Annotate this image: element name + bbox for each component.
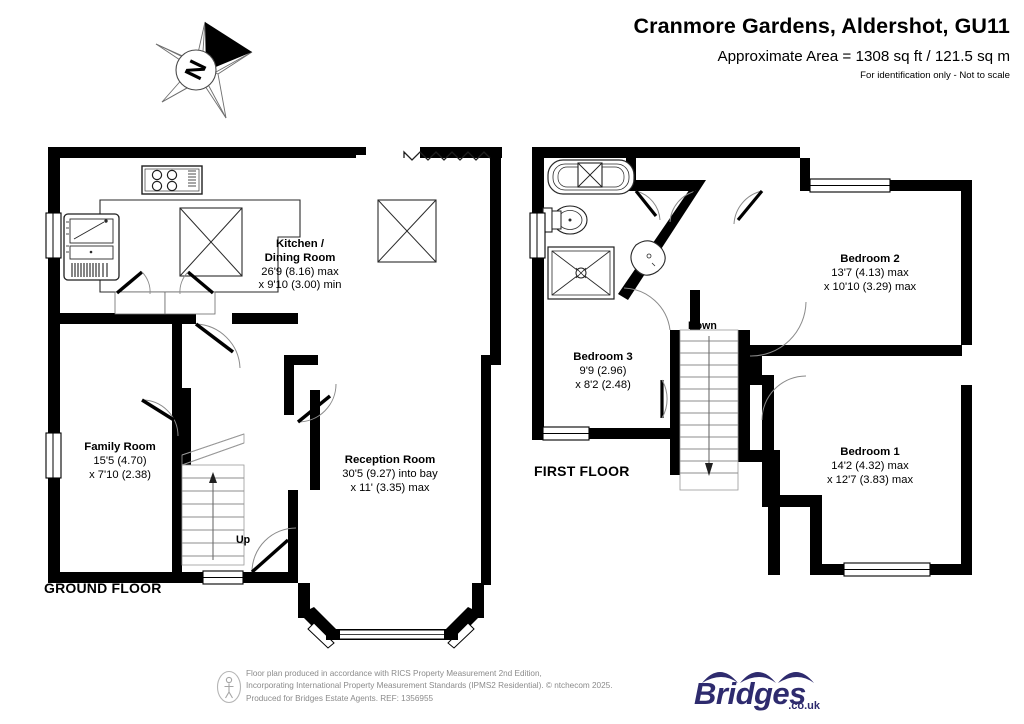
bridges-wordmark: Bridges <box>694 676 806 711</box>
door-bedroom2 <box>733 189 764 225</box>
page-title: Cranmore Gardens, Aldershot, GU11 <box>633 14 1010 38</box>
room-name: Bedroom 3 <box>573 351 633 363</box>
ground-floor-caption: GROUND FLOOR <box>44 580 162 596</box>
door-hall-to-kitchen <box>194 322 241 369</box>
window-family-bottom <box>202 570 244 585</box>
door-bedroom3 <box>660 379 668 419</box>
bridges-arcs-icon <box>702 672 814 683</box>
compass-dial <box>175 49 217 91</box>
door-bathroom <box>634 190 661 221</box>
sink-appliance-unit <box>63 213 120 281</box>
room-label-family-room: Family Room 15'5 (4.70) x 7'10 (2.38) <box>20 441 220 482</box>
room-dimension-1: 14'2 (4.32) max <box>831 459 909 472</box>
wash-basin-icon <box>630 240 666 276</box>
compass-rose: N <box>155 21 253 119</box>
footer-text-block: Floor plan produced in accordance with R… <box>246 668 612 705</box>
bridges-tld: .co.uk <box>788 700 820 712</box>
dining-table <box>377 199 437 263</box>
staircase-first <box>679 329 739 491</box>
room-dimension-1: 13'7 (4.13) max <box>831 266 909 279</box>
window-bedroom2-top <box>809 178 891 193</box>
ground-floor-plan <box>45 147 502 649</box>
footer-line-1: Floor plan produced in accordance with R… <box>246 669 542 678</box>
header: Cranmore Gardens, Aldershot, GU11 Approx… <box>634 14 1010 81</box>
room-label-kitchen: Kitchen / Dining Room 26'9 (8.16) max x … <box>200 238 400 293</box>
room-label-bedroom-2: Bedroom 2 13'7 (4.13) max x 10'10 (3.29)… <box>770 253 970 294</box>
shower-tray-icon <box>547 246 615 300</box>
person-info-icon <box>216 670 242 704</box>
stair-direction-down-label: Down <box>688 320 717 332</box>
room-dimension-2: x 10'10 (3.29) max <box>823 280 917 293</box>
room-name: Reception Room <box>344 454 436 466</box>
footer-line-3: Produced for Bridges Estate Agents. REF:… <box>246 693 434 703</box>
footer-line-2: Incorporating International Property Mea… <box>246 681 613 691</box>
staircase-ground <box>181 433 245 566</box>
door-landing <box>623 287 671 331</box>
door-front <box>250 527 297 574</box>
door-landing-wc <box>669 189 698 223</box>
bay-jambs <box>326 629 458 640</box>
room-dimension-2: x 12'7 (3.83) max <box>826 473 914 486</box>
room-dimension-1: 15'5 (4.70) <box>93 454 147 467</box>
porch-canopy <box>403 150 491 161</box>
bay-window <box>300 607 482 649</box>
kitchen-island <box>179 207 243 277</box>
window-family-left <box>45 432 62 479</box>
room-name: Bedroom 1 <box>840 446 900 458</box>
approximate-area-text: Approximate Area = 1308 sq ft / 121.5 sq… <box>717 47 1010 65</box>
room-label-bedroom-1: Bedroom 1 14'2 (4.32) max x 12'7 (3.83) … <box>770 446 970 487</box>
ground-floor-walls <box>48 147 356 583</box>
room-label-bedroom-3: Bedroom 3 9'9 (2.96) x 8'2 (2.48) <box>508 351 698 392</box>
room-name: Bedroom 2 <box>840 253 900 265</box>
bathtub-icon <box>547 159 635 195</box>
window-bathroom-left <box>529 212 546 259</box>
room-dimension-2: x 9'10 (3.00) min <box>258 279 342 292</box>
room-dimension-1: 26'9 (8.16) max <box>261 265 339 278</box>
room-name: Family Room <box>84 441 156 453</box>
window-bedroom1-bottom <box>843 562 931 577</box>
door-bedroom2-lower <box>749 301 807 357</box>
room-dimension-2: x 8'2 (2.48) <box>575 378 631 391</box>
disclaimer-text: For identification only - Not to scale <box>860 69 1010 81</box>
door-family-room <box>141 398 179 437</box>
stair-direction-up-label: Up <box>236 534 251 546</box>
room-name: Kitchen / <box>275 238 325 250</box>
room-dimension-1: 9'9 (2.96) <box>579 364 627 377</box>
room-dimension-1: 30'5 (9.27) into bay <box>342 467 438 480</box>
kitchen-double-doors <box>114 270 216 315</box>
door-bedroom1 <box>761 375 807 421</box>
room-name-second-line: Dining Room <box>264 251 336 264</box>
hob-icon <box>141 165 203 195</box>
room-label-reception-room: Reception Room 30'5 (9.27) into bay x 11… <box>280 454 500 495</box>
toilet-icon <box>542 205 588 235</box>
room-dimension-2: x 7'10 (2.38) <box>89 468 151 481</box>
first-floor-caption: FIRST FLOOR <box>534 463 630 479</box>
door-reception <box>296 383 337 424</box>
reception-room-walls <box>238 147 502 618</box>
kitchen-fittings <box>99 199 301 293</box>
first-floor-plan <box>529 147 972 577</box>
window-kitchen-left <box>45 212 62 259</box>
bridges-logo[interactable]: Bridges .co.uk <box>694 662 824 714</box>
room-dimension-2: x 11' (3.35) max <box>350 481 430 494</box>
window-bedroom3-left <box>542 426 590 441</box>
compass-north-arrow <box>205 22 252 71</box>
